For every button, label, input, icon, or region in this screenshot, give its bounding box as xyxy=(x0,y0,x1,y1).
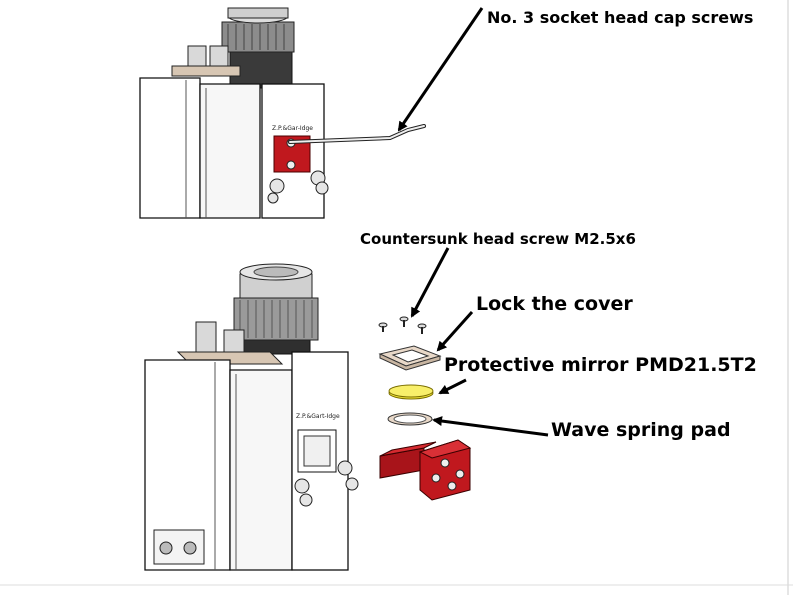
label-countersunk-screw: Countersunk head screw M2.5x6 xyxy=(360,230,636,248)
svg-text:Z.P.&Gar-Idge: Z.P.&Gar-Idge xyxy=(272,125,313,132)
lock-cover-plate xyxy=(378,345,442,371)
arrow-countersunk-screw xyxy=(410,247,450,318)
protective-mirror xyxy=(388,384,434,400)
label-lock-cover: Lock the cover xyxy=(476,293,633,315)
arrow-protective-mirror xyxy=(438,378,467,395)
mirror-holder xyxy=(379,439,472,501)
exploded-parts xyxy=(378,316,472,501)
arrow-socket-screws xyxy=(397,7,484,132)
countersunk-screws xyxy=(378,316,427,334)
svg-text:Z.P.&Gart-Idge: Z.P.&Gart-Idge xyxy=(296,413,340,420)
arrow-wave-spring xyxy=(432,416,549,437)
top-head-illustration: Z.P.&Gar-Idge xyxy=(139,7,426,219)
label-wave-spring: Wave spring pad xyxy=(551,419,731,441)
label-protective-mirror: Protective mirror PMD21.5T2 xyxy=(444,354,757,376)
label-socket-screws: No. 3 socket head cap screws xyxy=(487,8,754,27)
wave-spring-pad xyxy=(387,412,433,426)
arrow-lock-cover xyxy=(436,310,474,352)
callout-arrows xyxy=(397,7,549,437)
bottom-head-illustration: Z.P.&Gart-Idge xyxy=(144,263,359,571)
